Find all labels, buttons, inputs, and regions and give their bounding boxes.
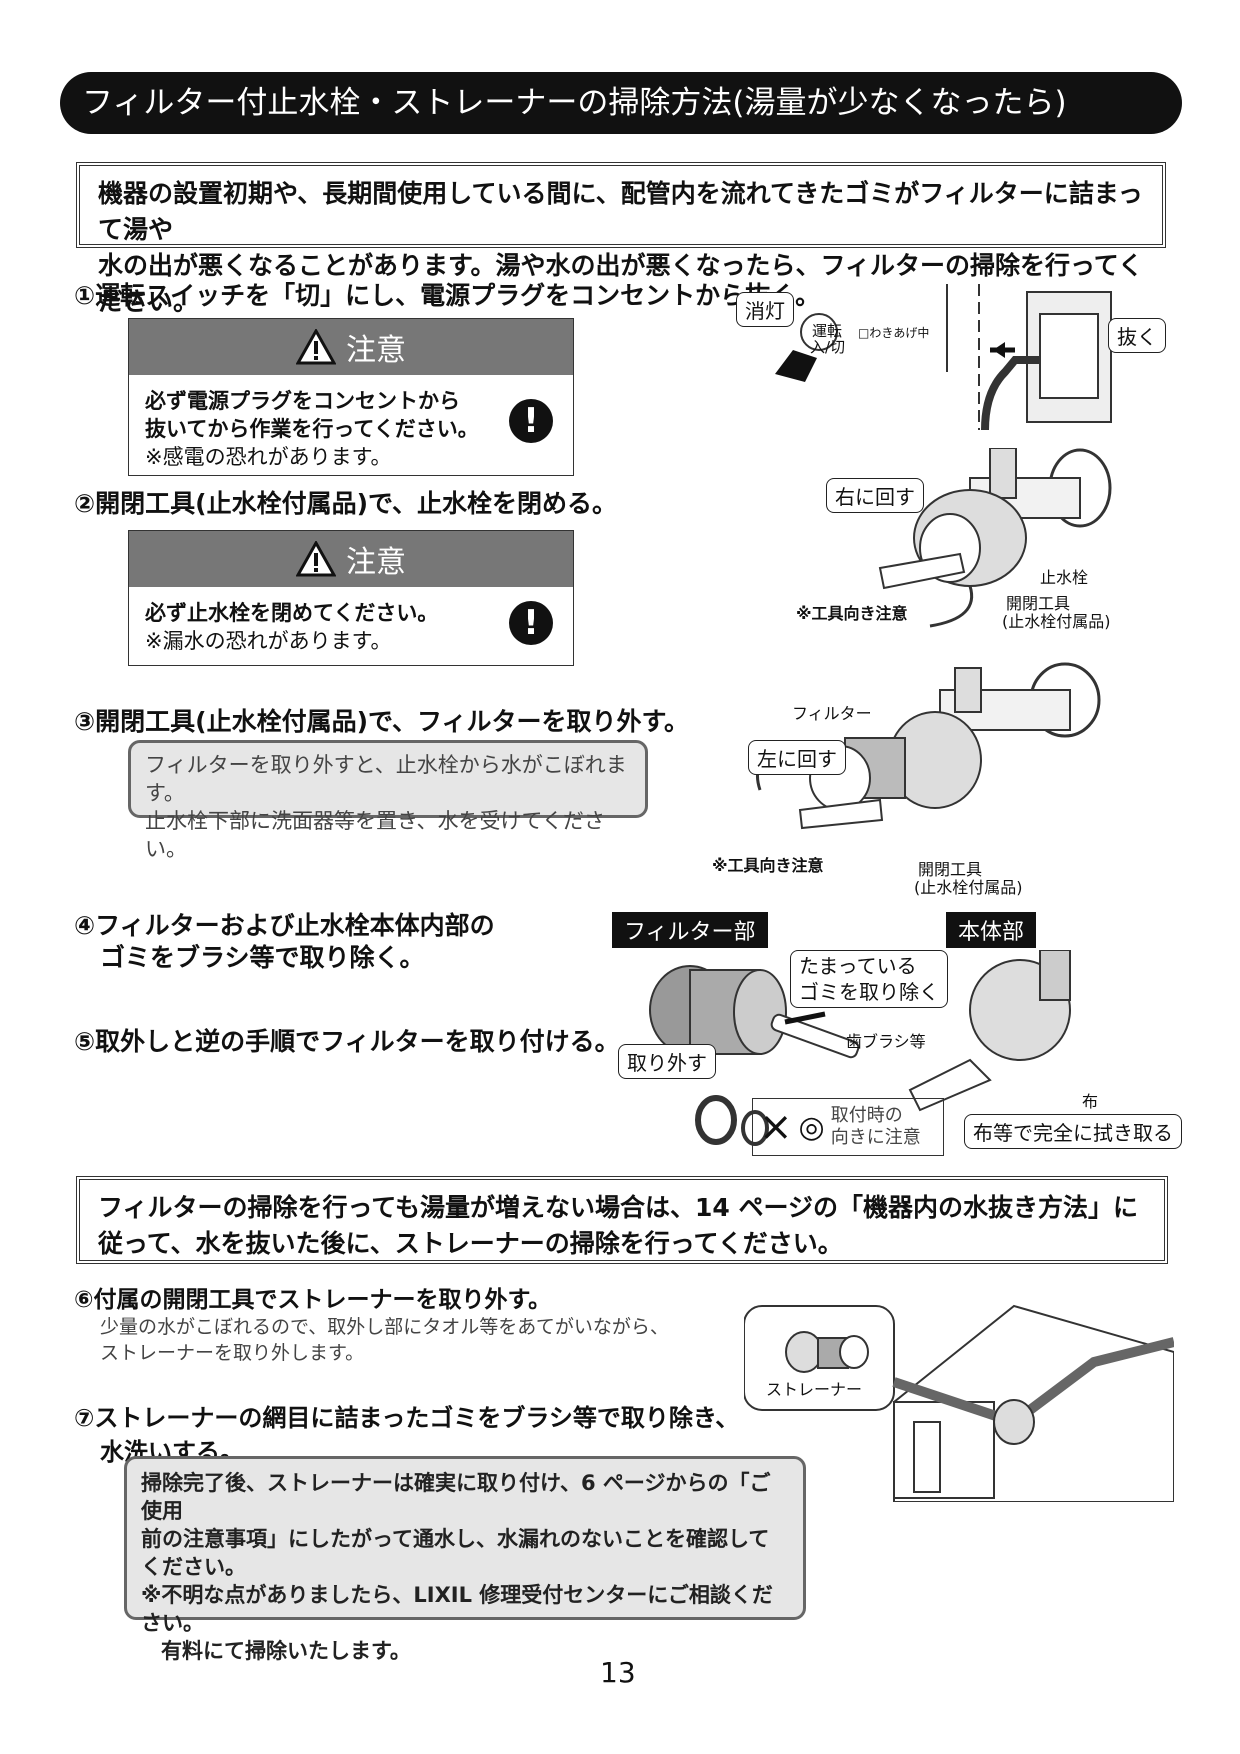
label-muki-2: ※工具向き注意 xyxy=(712,856,824,875)
caution-title: 注意 xyxy=(346,333,406,368)
switch-plug-illustration xyxy=(775,284,1112,431)
label-unten: 運転 xyxy=(812,322,843,340)
intro-notice: 機器の設置初期や、長期間使用している間に、配管内を流れてきたゴミがフィルターに詰… xyxy=(76,162,1166,316)
callout-gomi: たまっている ゴミを取り除く xyxy=(790,950,948,1008)
final-note-line: ※不明な点がありましたら、LIXIL 修理受付センターにご相談ください。 xyxy=(141,1583,773,1635)
step-2: ②開閉工具(止水栓付属品)で、止水栓を閉める。 xyxy=(74,489,618,518)
label-shisuisen: 止水栓 xyxy=(1040,568,1089,587)
note-line: 止水栓下部に洗面器等を置き、水を受けてください。 xyxy=(145,809,605,861)
caution-line: 抜いてから作業を行ってください。 xyxy=(145,417,479,441)
label-tamatte: たまっている xyxy=(799,954,917,978)
final-note-line: 有料にて掃除いたします。 xyxy=(161,1639,411,1663)
label-toritsuke1: 取付時の xyxy=(830,1105,903,1126)
note-water-spill: フィルターを取り外すと、止水栓から水がこぼれます。 止水栓下部に洗面器等を置き、… xyxy=(128,740,648,861)
label-unten2: 入/切 xyxy=(810,338,846,356)
label-nuku: 抜く xyxy=(1108,318,1166,353)
frame2-line-2: 従って、水を抜いた後に、ストレーナーの掃除を行ってください。 xyxy=(98,1229,843,1258)
step-5: ⑤取外しと逆の手順でフィルターを取り付ける。 xyxy=(74,1027,620,1056)
step-1: ①運転スイッチを「切」にし、電源プラグをコンセントから抜く。 xyxy=(74,281,821,310)
label-migi: 右に回す xyxy=(826,478,924,513)
step-6-note-line: ストレーナーを取り外します。 xyxy=(100,1342,365,1364)
page-number: 13 xyxy=(600,1656,636,1689)
caution-box-1: 注意 必ず電源プラグをコンセントから 抜いてから作業を行ってください。 ※感電の… xyxy=(128,318,574,476)
final-note-line: 前の注意事項」にしたがって通水し、水漏れのないことを確認して xyxy=(141,1527,770,1551)
filter-removal-illustration xyxy=(756,662,1101,830)
label-kaihei-3: 開閉工具 xyxy=(918,860,983,879)
label-haburashi: 歯ブラシ等 xyxy=(846,1032,926,1051)
orientation-note: × ◎ 取付時の 向きに注意 xyxy=(752,1098,944,1156)
caution-header: 注意 xyxy=(129,531,573,587)
frame2-line-1: フィルターの掃除を行っても湯量が増えない場合は、14 ページの「機器内の水抜き方… xyxy=(98,1193,1138,1222)
cleaning-illustration xyxy=(649,950,1071,1146)
final-note-line: 掃除完了後、ストレーナーは確実に取り付け、6 ページからの「ご使用 xyxy=(141,1471,771,1523)
cross-icon: × xyxy=(759,1104,793,1150)
strainer-notice: フィルターの掃除を行っても湯量が増えない場合は、14 ページの「機器内の水抜き方… xyxy=(76,1176,1168,1264)
step-4-line-2: ゴミをブラシ等で取り除く。 xyxy=(100,943,425,972)
strainer-illustration xyxy=(744,1304,1174,1502)
step-6-note-line: 少量の水がこぼれるので、取外し部にタオル等をあてがいながら、 xyxy=(100,1316,669,1338)
label-nuno: 布 xyxy=(1082,1092,1099,1111)
warning-icon xyxy=(296,541,336,577)
exclamation-icon: ! xyxy=(509,399,553,443)
exclamation-icon: ! xyxy=(509,601,553,645)
label-kaihei2-3: (止水栓付属品) xyxy=(914,878,1023,897)
label-toritsuke2: 向きに注意 xyxy=(830,1127,921,1148)
caution-line: 必ず止水栓を閉めてください。 xyxy=(145,601,439,625)
tag-filter-bu: フィルター部 xyxy=(612,912,768,948)
label-kaihei2: (止水栓付属品) xyxy=(1002,612,1111,631)
note-final: 掃除完了後、ストレーナーは確実に取り付け、6 ページからの「ご使用 前の注意事項… xyxy=(124,1456,806,1663)
intro-line-1: 機器の設置初期や、長期間使用している間に、配管内を流れてきたゴミがフィルターに詰… xyxy=(98,179,1143,244)
label-fuki: 布等で完全に拭き取る xyxy=(964,1114,1182,1149)
step-4-line-1: ④フィルターおよび止水栓本体内部の xyxy=(74,911,495,940)
label-strainer: ストレーナー xyxy=(766,1380,863,1399)
step-6-note: 少量の水がこぼれるので、取外し部にタオル等をあてがいながら、 ストレーナーを取り… xyxy=(100,1314,669,1366)
label-gomi: ゴミを取り除く xyxy=(799,980,939,1004)
caution-line: ※漏水の恐れがあります。 xyxy=(145,629,392,653)
tag-hontai-bu: 本体部 xyxy=(946,912,1037,948)
label-torihazusu: 取り外す xyxy=(618,1044,716,1079)
intro-line-2: 水の出が悪くなることがあります。湯や水の出が悪くなったら、フィルターの掃除を行っ… xyxy=(98,251,1144,316)
caution-header: 注意 xyxy=(129,319,573,375)
caution-line: 必ず電源プラグをコンセントから xyxy=(145,389,460,413)
label-filter: フィルター xyxy=(792,704,872,723)
caution-line: ※感電の恐れがあります。 xyxy=(145,445,392,469)
warning-icon xyxy=(296,329,336,365)
ring-icon: ◎ xyxy=(798,1109,825,1145)
caution-title: 注意 xyxy=(346,545,406,580)
final-note-line: ください。 xyxy=(141,1555,246,1579)
caution-box-2: 注意 必ず止水栓を閉めてください。 ※漏水の恐れがあります。 ! xyxy=(128,530,574,666)
valve-close-illustration xyxy=(878,448,1112,628)
page-title: フィルター付止水栓・ストレーナーの掃除方法(湯量が少なくなったら) xyxy=(60,72,1182,134)
label-kaihei: 開閉工具 xyxy=(1006,594,1071,613)
label-shoto: 消灯 xyxy=(736,292,794,327)
label-wakiage: □わきあげ中 xyxy=(858,326,930,340)
step-7-line-1: ⑦ストレーナーの網目に詰まったゴミをブラシ等で取り除き、 xyxy=(74,1404,740,1432)
label-hidari: 左に回す xyxy=(748,740,846,775)
step-3: ③開閉工具(止水栓付属品)で、フィルターを取り外す。 xyxy=(74,707,690,736)
step-6: ⑥付属の開閉工具でストレーナーを取り外す。 xyxy=(74,1287,552,1313)
label-muki: ※工具向き注意 xyxy=(796,604,908,623)
note-line: フィルターを取り外すと、止水栓から水がこぼれます。 xyxy=(145,753,627,805)
